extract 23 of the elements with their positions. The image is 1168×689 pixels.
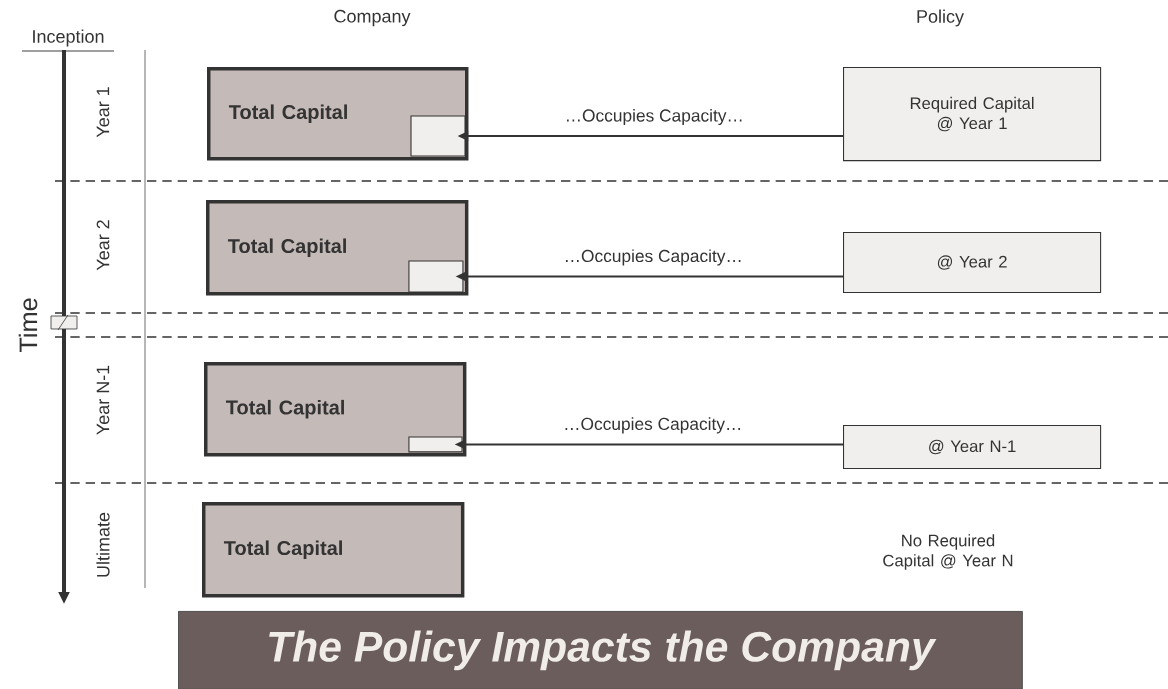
edge-label: …Occupies Capacity… <box>561 416 744 435</box>
start-label: Inception <box>33 29 104 47</box>
edge-label: …Occupies Capacity… <box>563 107 746 127</box>
required-capital-box: Required Capital @ Year 1 <box>843 67 1102 162</box>
required-capital-box: @ Year 2 <box>843 232 1102 294</box>
total-capital-box: Total Capital <box>204 362 467 457</box>
period-label: Year 2 <box>96 220 110 271</box>
total-capital-box: Total Capital <box>206 200 469 296</box>
note: No Required Capital @ Year N <box>883 534 1013 570</box>
occupied-capacity-box <box>410 115 466 157</box>
occupied-capacity-box <box>408 260 464 293</box>
total-capital-box: Total Capital <box>207 67 469 161</box>
period-label: Year 1 <box>96 87 110 138</box>
occupied-capacity-box <box>408 436 463 453</box>
total-capital-box: Total Capital <box>202 502 465 598</box>
edge-label: …Occupies Capacity… <box>562 248 745 267</box>
banner: The Policy Impacts the Company <box>178 611 1023 689</box>
column-heading: Policy <box>917 9 964 27</box>
column-heading: Company <box>334 9 411 27</box>
axis-label: Time <box>18 298 38 353</box>
required-capital-box: @ Year N-1 <box>843 425 1102 469</box>
period-label: Year N-1 <box>96 365 110 435</box>
period-label: Ultimate <box>96 512 110 577</box>
